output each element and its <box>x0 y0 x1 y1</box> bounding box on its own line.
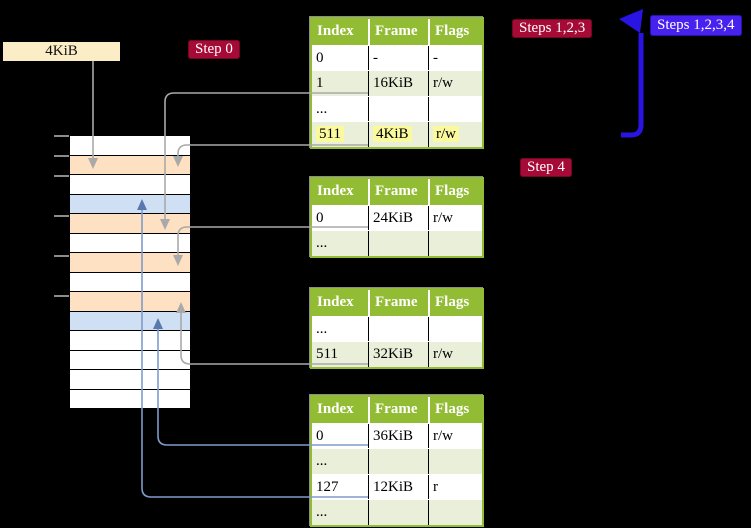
table-row: 511 4KiB r/w <box>312 121 482 147</box>
header-cell: Frame <box>368 397 428 423</box>
table-cell: 32KiB <box>368 342 428 367</box>
table-cell: 127 <box>316 478 339 495</box>
table-cell: ... <box>316 504 328 520</box>
table-row: ... <box>312 315 482 341</box>
physical-memory-column <box>70 136 190 409</box>
table-cell <box>428 500 482 525</box>
memory-frame-row-orange <box>70 155 190 175</box>
table-cell <box>428 231 482 256</box>
memory-tick <box>54 155 69 157</box>
table-row: ... <box>312 230 482 256</box>
table-cell: 16KiB <box>368 71 428 96</box>
table-cell <box>428 316 482 341</box>
header-cell: Flags <box>428 179 482 205</box>
header-cell: Frame <box>368 179 428 205</box>
memory-frame-row-white <box>70 370 190 390</box>
header-cell: Index <box>317 294 354 310</box>
memory-tick <box>54 295 69 297</box>
table-cell: 4KiB <box>368 122 428 147</box>
badge-step-0: Step 0 <box>188 40 240 59</box>
table-cell: r <box>428 474 482 499</box>
table-cell <box>428 449 482 474</box>
table-row: ... <box>312 448 482 474</box>
table-cell <box>428 96 482 121</box>
table-cell: r/w <box>428 71 482 96</box>
badge-step-4: Step 4 <box>520 158 572 177</box>
table-cell: 1 <box>316 75 324 91</box>
memory-frame-row-blue <box>70 194 190 214</box>
table-cell: 24KiB <box>368 205 428 230</box>
table-row: ... <box>312 95 482 121</box>
memory-tick <box>54 255 69 257</box>
header-cell: Index <box>317 23 354 39</box>
memory-tick <box>54 175 69 177</box>
header-cell: Index <box>317 401 354 417</box>
table-cell: r/w <box>428 122 482 147</box>
table-cell <box>368 231 428 256</box>
table-cell <box>368 500 428 525</box>
table-cell <box>368 96 428 121</box>
memory-tick <box>54 135 69 137</box>
header-cell: Flags <box>428 397 482 423</box>
frame-size-label: 4KiB <box>3 42 120 61</box>
memory-tick <box>54 215 69 217</box>
table-cell: ... <box>316 453 328 469</box>
memory-frame-row-white <box>70 136 190 156</box>
memory-frame-row-white <box>70 331 190 351</box>
table-row: 0 -- <box>312 44 482 70</box>
header-cell: Frame <box>368 290 428 316</box>
table-cell: - <box>428 45 482 70</box>
table-cell: 0 <box>316 427 324 444</box>
table-cell: 36KiB <box>368 423 428 448</box>
highlighted-value: r/w <box>433 126 459 142</box>
header-cell: Flags <box>428 19 482 45</box>
badge-steps-1-2-3: Steps 1,2,3 <box>512 19 593 38</box>
arrow-recursive-loop <box>619 9 644 138</box>
table-cell: 12KiB <box>368 474 428 499</box>
header-cell: Index <box>317 183 354 199</box>
table-cell <box>368 316 428 341</box>
memory-frame-row-white <box>70 350 190 370</box>
table-cell: r/w <box>428 342 482 367</box>
table-cell: 0 <box>316 49 324 66</box>
header-cell: Frame <box>368 19 428 45</box>
memory-frame-row-white <box>70 272 190 292</box>
table-cell: r/w <box>428 205 482 230</box>
table-cell: 511 <box>316 346 338 362</box>
memory-frame-row-orange <box>70 214 190 234</box>
table-cell: ... <box>316 100 328 117</box>
table-cell: 0 <box>316 209 324 226</box>
memory-frame-row-white <box>70 233 190 253</box>
badge-steps-1-2-3-4: Steps 1,2,3,4 <box>650 15 742 36</box>
memory-frame-row-orange <box>70 253 190 273</box>
highlighted-value: 511 <box>316 126 344 142</box>
table-cell: ... <box>316 320 328 337</box>
highlighted-value: 4KiB <box>373 126 412 142</box>
table-cell: ... <box>316 235 328 251</box>
table-cell <box>368 449 428 474</box>
table-cell: r/w <box>428 423 482 448</box>
header-cell: Flags <box>428 290 482 316</box>
table-row: ... <box>312 499 482 525</box>
memory-frame-row-white <box>70 175 190 195</box>
memory-frame-row-orange <box>70 292 190 312</box>
memory-frame-row-blue <box>70 311 190 331</box>
table-cell: 511 <box>312 122 368 147</box>
table-cell: - <box>368 45 428 70</box>
memory-frame-row-white <box>70 389 190 409</box>
